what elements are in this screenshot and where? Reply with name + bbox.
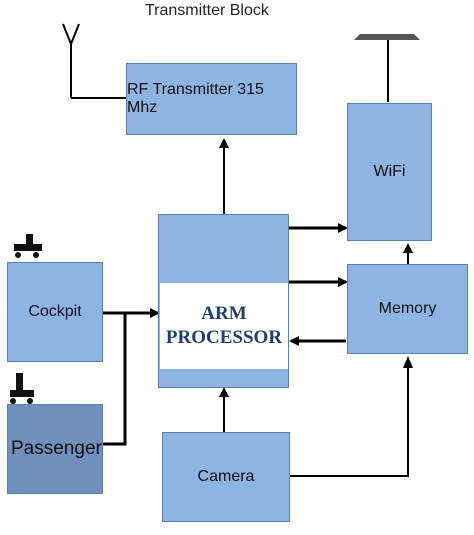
camera-to-memory-wire (290, 366, 409, 477)
camera-block: Camera (162, 432, 290, 522)
camera-label: Camera (197, 468, 255, 485)
wifi-label: WiFi (373, 163, 406, 180)
passenger-to-arm-wire (103, 313, 127, 446)
rf-transmitter-block: RF Transmitter 315 Mhz (126, 63, 297, 135)
cockpit-button-icon (14, 234, 42, 258)
camera-to-memory-arrowhead (403, 356, 413, 368)
rf-antenna-icon (62, 23, 126, 99)
wifi-block: WiFi (347, 103, 432, 241)
memory-label: Memory (378, 300, 437, 317)
rf-transmitter-label: RF Transmitter 315 Mhz (127, 81, 264, 116)
memory-block: Memory (347, 264, 468, 354)
arm-label-line1: ARM (201, 303, 247, 324)
passenger-block: Passenger (7, 404, 103, 494)
arm-label-line2: PROCESSOR (165, 327, 283, 348)
wifi-antenna-icon (354, 34, 420, 102)
arm-processor-label: ARM PROCESSOR (160, 283, 288, 369)
cockpit-label: Cockpit (28, 303, 82, 320)
cockpit-block: Cockpit (7, 262, 103, 362)
passenger-label: Passenger (11, 438, 102, 459)
diagram-title: Transmitter Block (145, 2, 269, 19)
